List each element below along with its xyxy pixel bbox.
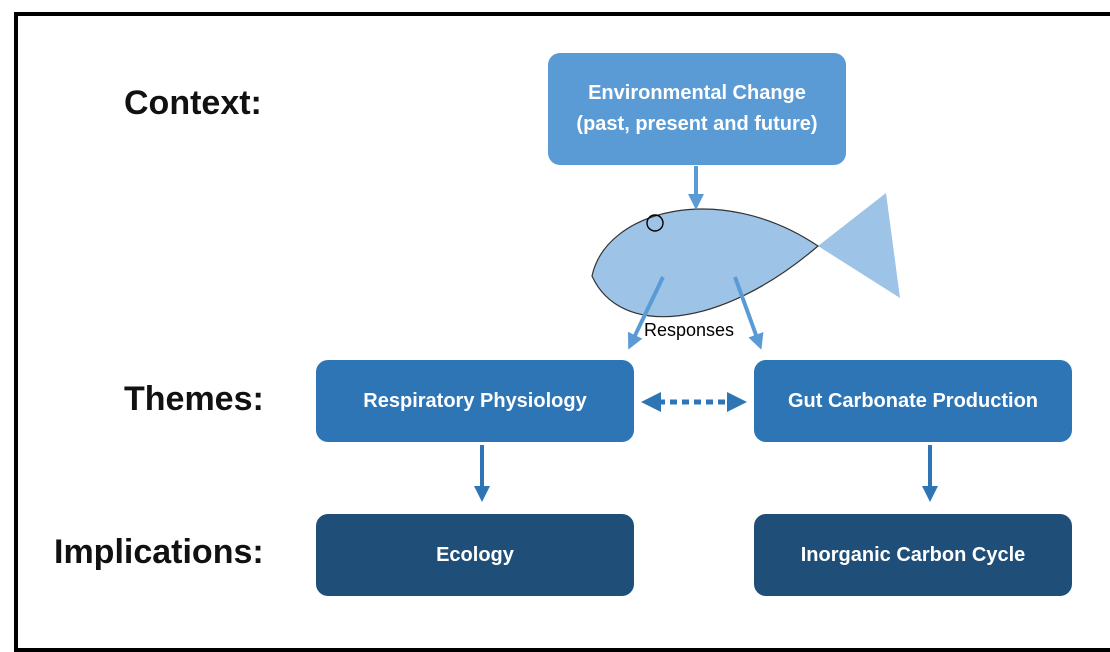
implications-row-label: Implications: (54, 533, 264, 571)
ecology-box: Ecology (316, 514, 634, 596)
inorganic-carbon-cycle-label: Inorganic Carbon Cycle (800, 543, 1026, 566)
context-box-line-1: Environmental Change (588, 82, 806, 104)
responses-label: Responses (644, 320, 735, 340)
themes-row-label: Themes: (124, 380, 264, 418)
gut-carbonate-production-box: Gut Carbonate Production (754, 360, 1072, 442)
fish-illustration (591, 193, 900, 318)
ecology-label: Ecology (436, 543, 514, 566)
fish-tail (818, 193, 900, 298)
arrow-fish-to-gut (733, 276, 764, 350)
fish-body (591, 208, 819, 318)
respiratory-physiology-box: Respiratory Physiology (316, 360, 634, 442)
context-box-line-2: (past, present and future) (576, 113, 818, 135)
respiratory-physiology-label: Respiratory Physiology (363, 389, 587, 412)
inorganic-carbon-cycle-box: Inorganic Carbon Cycle (754, 514, 1072, 596)
fish-eye (646, 214, 664, 232)
gut-carbonate-production-label: Gut Carbonate Production (788, 389, 1038, 412)
environmental-change-box: Environmental Change (past, present and … (548, 53, 846, 165)
context-row-label: Context: (124, 84, 262, 122)
arrow-fish-to-respiratory (627, 276, 665, 350)
diagram-graphics (474, 166, 938, 502)
